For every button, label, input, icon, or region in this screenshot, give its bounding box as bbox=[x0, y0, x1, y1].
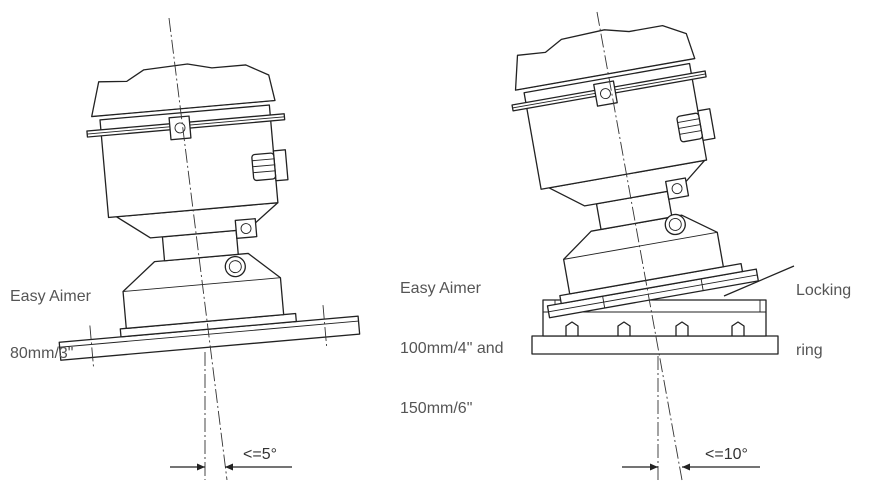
right-aimer-screw bbox=[664, 213, 686, 236]
left-assembly bbox=[58, 63, 361, 370]
left-aimer-screw bbox=[224, 255, 246, 278]
left-label-line-2: 80mm/3" bbox=[10, 345, 74, 362]
left-ground-screw bbox=[234, 218, 258, 240]
left-label-line-1: Easy Aimer bbox=[10, 288, 91, 305]
right-angle-label: <=10° bbox=[705, 446, 748, 463]
left-angle-label: <=5° bbox=[243, 446, 277, 463]
right-flange-plate bbox=[531, 335, 779, 355]
right-aimer-label: Easy Aimer 100mm/4" and 150mm/6" bbox=[400, 239, 504, 439]
left-aimer-label: Easy Aimer 80mm/3" bbox=[10, 249, 91, 382]
right-angle-dimension bbox=[622, 463, 760, 471]
left-tilted-centerline bbox=[168, 17, 228, 481]
right-band-screw bbox=[593, 80, 618, 107]
right-cable-gland bbox=[676, 112, 703, 143]
right-ground-screw bbox=[665, 177, 690, 200]
right-label-line-1: Easy Aimer bbox=[400, 280, 481, 297]
locking-label-line-1: Locking bbox=[796, 282, 852, 299]
right-rotating-part bbox=[511, 25, 759, 319]
locking-ring-leader bbox=[723, 265, 795, 297]
locking-label-line-2: ring bbox=[796, 342, 823, 359]
right-label-line-2: 100mm/4" and bbox=[400, 340, 504, 357]
right-label-line-3: 150mm/6" bbox=[400, 400, 473, 417]
right-tilted-centerline bbox=[596, 11, 683, 481]
locking-ring-label: Locking ring bbox=[796, 241, 851, 381]
left-lid bbox=[91, 63, 276, 118]
left-angle-dimension bbox=[170, 463, 292, 471]
left-band-screw bbox=[168, 115, 192, 141]
